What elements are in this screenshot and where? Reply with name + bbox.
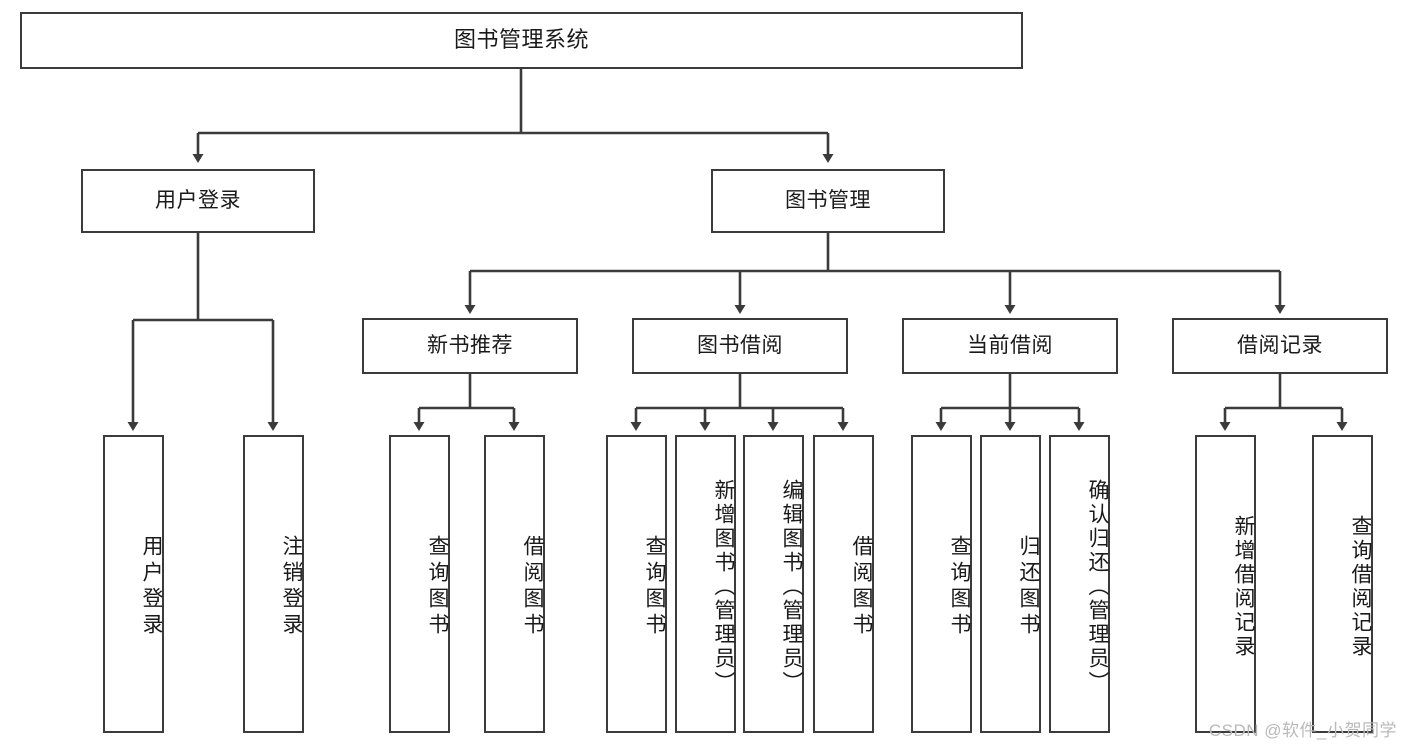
node-label: 新增图书（管理员） (712, 479, 735, 695)
leaf-return-book[interactable]: 归还图书 (980, 435, 1041, 733)
leaf-borrow-book-recommend[interactable]: 借阅图书 (484, 435, 545, 733)
node-label: 图书借阅 (697, 334, 783, 358)
leaf-add-book-admin[interactable]: 新增图书（管理员） (675, 435, 736, 733)
node-label: 借阅记录 (1237, 334, 1323, 358)
leaf-add-borrow-record[interactable]: 新增借阅记录 (1195, 435, 1256, 733)
node-label: 归还图书 (1017, 535, 1040, 639)
node-label: 编辑图书（管理员） (780, 479, 803, 695)
node-label: 查询图书 (948, 535, 971, 639)
leaf-user-login[interactable]: 用户登录 (103, 435, 164, 733)
node-current-borrow[interactable]: 当前借阅 (902, 318, 1118, 374)
node-user-login[interactable]: 用户登录 (81, 169, 315, 233)
node-label: 借阅图书 (850, 535, 873, 639)
leaf-query-book-current[interactable]: 查询图书 (911, 435, 972, 733)
leaf-query-book-borrow[interactable]: 查询图书 (606, 435, 667, 733)
node-label: 用户登录 (140, 535, 163, 639)
csdn-watermark: CSDN @软件_小贺同学 (1208, 721, 1397, 740)
node-label: 新书推荐 (427, 334, 513, 358)
node-label: 用户登录 (155, 189, 241, 213)
leaf-logout[interactable]: 注销登录 (243, 435, 304, 733)
node-label: 注销登录 (280, 535, 303, 639)
node-label: 确认归还（管理员） (1086, 479, 1109, 695)
node-label: 当前借阅 (967, 334, 1053, 358)
node-label: 查询图书 (426, 535, 449, 639)
leaf-query-book-recommend[interactable]: 查询图书 (389, 435, 450, 733)
node-borrow-records[interactable]: 借阅记录 (1172, 318, 1388, 374)
node-book-borrow[interactable]: 图书借阅 (632, 318, 848, 374)
node-label: 借阅图书 (521, 535, 544, 639)
node-label: 新增借阅记录 (1232, 515, 1255, 659)
node-book-management-system[interactable]: 图书管理系统 (20, 12, 1023, 69)
node-label: 图书管理系统 (453, 27, 589, 53)
node-book-management[interactable]: 图书管理 (711, 169, 945, 233)
node-label: 查询图书 (643, 535, 666, 639)
leaf-query-borrow-record[interactable]: 查询借阅记录 (1312, 435, 1373, 733)
leaf-borrow-book[interactable]: 借阅图书 (813, 435, 874, 733)
node-label: 查询借阅记录 (1349, 515, 1372, 659)
leaf-edit-book-admin[interactable]: 编辑图书（管理员） (743, 435, 804, 733)
node-new-book-recommend[interactable]: 新书推荐 (362, 318, 578, 374)
node-label: 图书管理 (785, 189, 871, 213)
leaf-confirm-return-admin[interactable]: 确认归还（管理员） (1049, 435, 1110, 733)
